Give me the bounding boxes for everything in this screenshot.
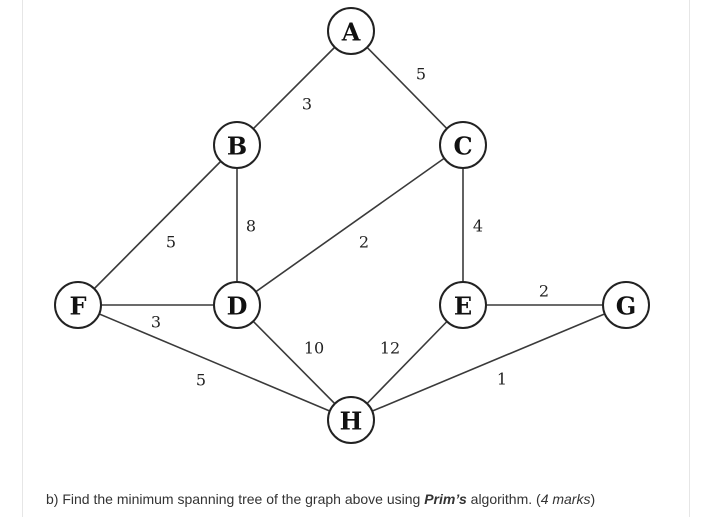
node-label-f: F (69, 292, 86, 321)
edge-a-b (236, 30, 352, 146)
edge-c-d (236, 144, 464, 306)
edge-a-c (350, 30, 464, 146)
algorithm-name: Prim’s (424, 491, 467, 507)
weight-label-a-c: 5 (416, 65, 426, 84)
node-g: G (602, 281, 650, 329)
weights-layer: 3 5 5 8 2 4 3 5 10 12 2 1 (151, 65, 549, 390)
node-label-e: E (454, 292, 472, 321)
edge-f-h (77, 304, 352, 421)
node-label-d: D (227, 292, 248, 321)
node-f: F (54, 281, 102, 329)
marks-label: 4 marks (540, 491, 591, 507)
nodes-layer: A B C D E F G H (54, 7, 650, 444)
node-circle-b (213, 121, 261, 169)
weight-label-f-h: 5 (196, 371, 206, 390)
edge-b-f (77, 144, 238, 306)
node-circle-c (439, 121, 487, 169)
weight-label-c-d: 2 (359, 233, 369, 252)
weight-label-g-h: 1 (497, 370, 507, 389)
weight-label-f-d: 3 (151, 313, 161, 332)
node-circle-f (54, 281, 102, 329)
node-circle-a (327, 7, 375, 55)
node-label-b: B (227, 132, 247, 161)
node-circle-h (327, 396, 375, 444)
graph-diagram: 3 5 5 8 2 4 3 5 10 12 2 1 A B C D E F G H (54, 7, 650, 444)
node-circle-e (439, 281, 487, 329)
weight-label-e-h: 12 (380, 339, 400, 358)
node-d: D (213, 281, 261, 329)
node-c: C (439, 121, 487, 169)
weight-label-c-e: 4 (473, 217, 483, 236)
node-h: H (327, 396, 375, 444)
weight-label-d-h: 10 (304, 339, 324, 358)
weight-label-b-f: 5 (166, 233, 176, 252)
node-label-g: G (616, 292, 637, 321)
question-text: b) Find the minimum spanning tree of the… (46, 491, 595, 507)
edge-g-h (350, 304, 627, 421)
weight-label-e-g: 2 (539, 282, 549, 301)
node-label-c: C (453, 132, 472, 161)
question-prefix: b) Find the minimum spanning tree of the… (46, 491, 425, 507)
node-e: E (439, 281, 487, 329)
question-middle: algorithm. ( (466, 491, 541, 507)
node-label-h: H (340, 407, 363, 436)
edge-d-h (236, 304, 352, 421)
node-a: A (327, 7, 375, 55)
node-circle-g (602, 281, 650, 329)
node-b: B (213, 121, 261, 169)
question-suffix: ) (590, 491, 596, 507)
node-label-a: A (341, 18, 361, 47)
weight-label-b-d: 8 (246, 217, 256, 236)
node-circle-d (213, 281, 261, 329)
weight-label-a-b: 3 (302, 95, 312, 114)
edges-layer (77, 30, 627, 421)
edge-e-h (350, 304, 464, 421)
